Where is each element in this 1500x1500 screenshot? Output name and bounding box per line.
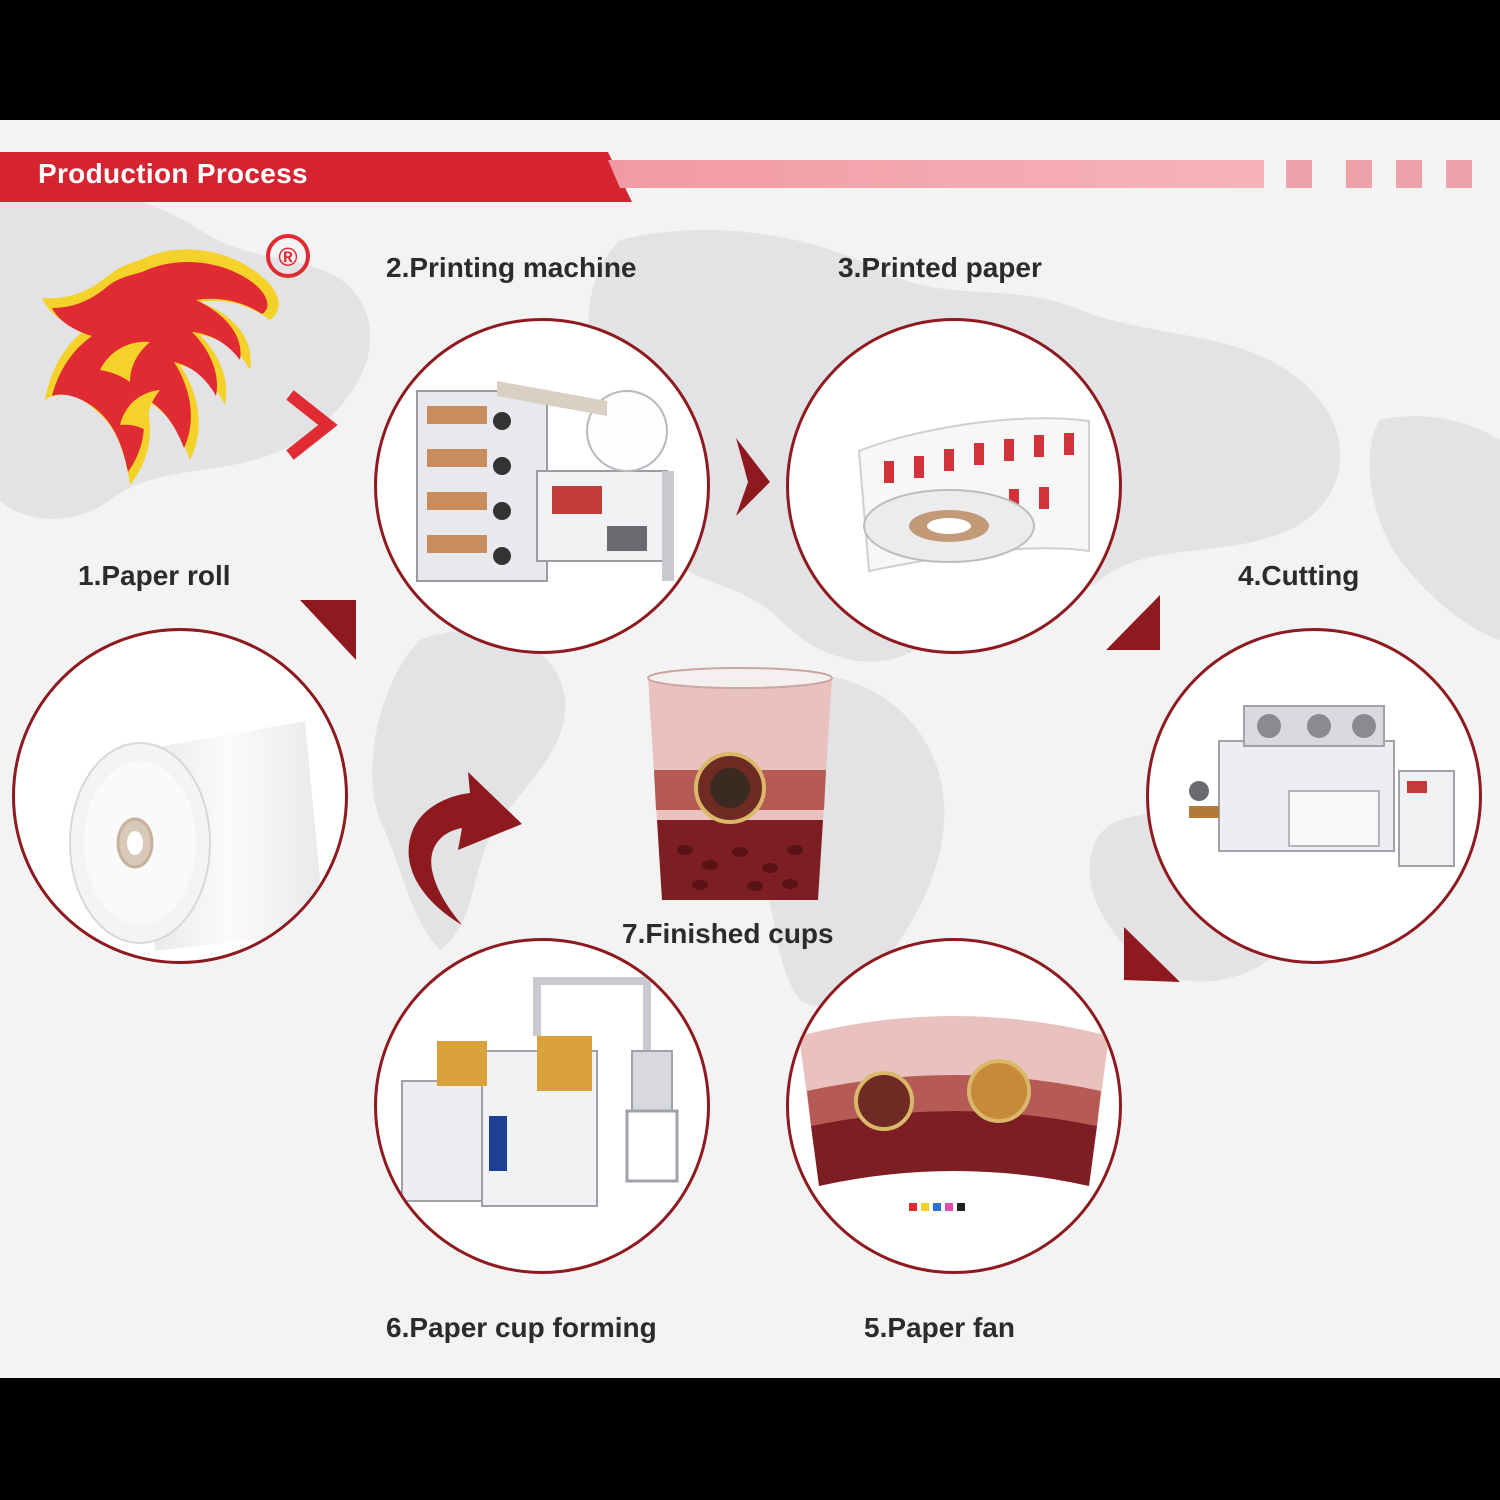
step-image-paper-cup-forming [374,938,710,1274]
header-dash [1396,160,1422,188]
step-image-cutting [1146,628,1482,964]
header-dash [1346,160,1372,188]
step-label-printing-machine: 2.Printing machine [386,252,637,283]
step-image-printing-machine [374,318,710,654]
step-label-paper-cup-forming: 6.Paper cup forming [386,1312,657,1343]
step-label-paper-fan: 5.Paper fan [864,1312,1015,1343]
step-label-cutting: 4.Cutting [1238,560,1360,591]
header-dash [1286,160,1312,188]
step-label-paper-roll: 1.Paper roll [78,560,231,591]
cup-forming-machine-icon [401,977,679,1207]
content-panel: Production Process ® 2.Printing machine … [0,120,1500,1378]
paper-roll-icon [69,721,325,951]
step-image-paper-roll [12,628,348,964]
paper-fan-icon [799,1016,1109,1211]
page-title: Production Process [38,158,308,189]
printed-paper-roll-icon [857,417,1090,573]
lion-logo: ® [42,234,338,485]
coffee-cup-icon [647,667,833,900]
step-image-printed-paper [786,318,1122,654]
lion-mane-icon [42,249,338,485]
finished-cup-image [647,667,833,900]
step-image-paper-fan [786,938,1122,1274]
registered-mark-icon [266,234,310,278]
printing-machine-icon [416,381,674,582]
cutting-machine-icon [1189,705,1455,867]
registered-mark: ® [278,242,297,272]
step-label-finished-cups: 7.Finished cups [622,918,834,949]
header-dash [1446,160,1472,188]
step-label-printed-paper: 3.Printed paper [838,252,1042,283]
header-band [0,152,632,202]
header-fade-bar [608,160,1264,188]
